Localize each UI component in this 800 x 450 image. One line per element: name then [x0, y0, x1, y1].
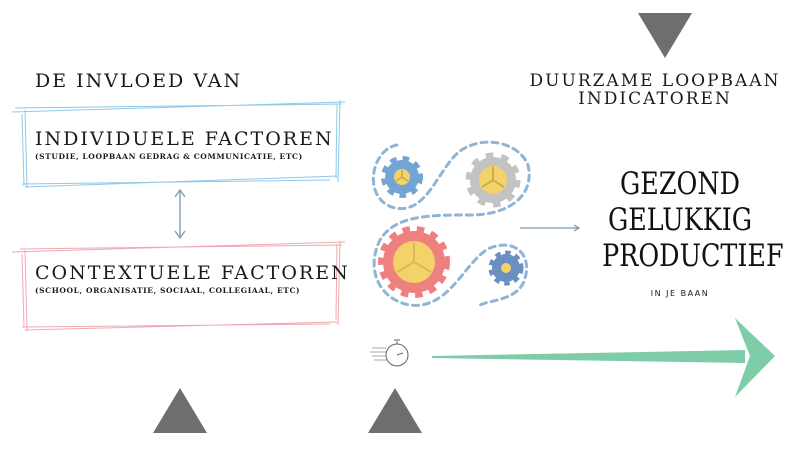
triangle-up-middle [368, 388, 422, 433]
double-arrow-icon [174, 188, 186, 240]
triangle-down-top [638, 13, 692, 58]
outcome-productief: PRODUCTIEF [602, 238, 784, 274]
gear-red-icon [378, 226, 450, 298]
triangle-up-left [153, 388, 207, 433]
contextual-factors-subtitle: (SCHOOL, ORGANISATIE, SOCIAAL, COLLEGIAA… [35, 286, 301, 295]
individual-factors-title: INDIVIDUELE FACTOREN [35, 128, 334, 150]
outcome-gelukkig: GELUKKIG [607, 202, 753, 238]
heading-duurzame-loopbaan: DUURZAME LOOPBAAN INDICATOREN [520, 72, 790, 108]
dashed-gear-paths [371, 140, 531, 307]
green-progress-arrow [432, 318, 775, 397]
gear-gray-icon [465, 152, 521, 208]
individual-factors-box [11, 99, 346, 189]
outcome-gezond: GEZOND [619, 166, 740, 202]
contextual-factors-box [11, 240, 346, 332]
gear-blue-icon [381, 156, 423, 198]
gear-small-blue-icon [488, 250, 524, 286]
heading-right-line2: INDICATOREN [578, 89, 732, 109]
caption-in-je-baan: IN JE BAAN [650, 289, 710, 298]
contextual-factors-title: CONTEXTUELE FACTOREN [35, 262, 350, 284]
heading-right-line1: DUURZAME LOOPBAAN [529, 71, 781, 91]
stopwatch-icon [370, 339, 409, 367]
arrow-right-icon [520, 224, 581, 232]
heading-de-invloed-van: DE INVLOED VAN [35, 70, 243, 92]
individual-factors-subtitle: (STUDIE, LOOPBAAN GEDRAG & COMMUNICATIE,… [35, 152, 303, 161]
